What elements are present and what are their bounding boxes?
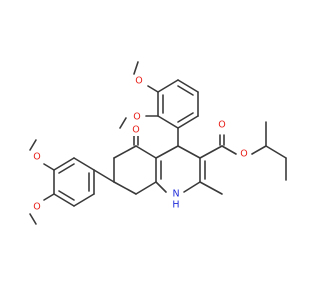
hydrogen-label: H	[172, 200, 179, 211]
oxygen-label: O	[240, 149, 247, 160]
bond-lines	[29, 61, 287, 225]
bond	[177, 115, 199, 129]
bond	[155, 181, 167, 193]
bond	[73, 193, 95, 207]
bond	[177, 85, 194, 96]
bond	[265, 145, 287, 159]
bond	[135, 181, 157, 195]
bond	[43, 193, 55, 201]
bond	[177, 79, 199, 93]
bond	[53, 157, 75, 171]
oxygen-label: O	[135, 76, 142, 87]
bond	[43, 163, 55, 171]
bond	[157, 115, 179, 129]
oxygen-label: O	[218, 120, 225, 131]
bond	[251, 145, 267, 155]
bond	[93, 169, 115, 183]
oxygen-label: O	[132, 125, 139, 136]
structure-diagram: O O O O O O O N H	[29, 61, 287, 225]
bond	[29, 139, 37, 151]
bond	[58, 190, 75, 201]
bond	[157, 79, 179, 93]
molecule-canvas: O O O O O O O N H	[29, 61, 287, 225]
bond	[113, 145, 137, 159]
bond	[199, 181, 223, 195]
oxygen-label: O	[33, 152, 40, 163]
bond	[177, 145, 201, 159]
bond	[29, 213, 37, 225]
bond	[155, 145, 179, 159]
bond	[58, 163, 75, 174]
bond	[53, 193, 75, 207]
bond	[221, 145, 237, 155]
bond	[183, 181, 201, 193]
oxygen-label: O	[33, 202, 40, 213]
oxygen-label: O	[133, 112, 140, 123]
bond	[73, 157, 95, 171]
bond	[147, 85, 159, 93]
bond	[199, 145, 223, 159]
nitrogen-label: N	[172, 189, 179, 200]
atom-labels: O O O O O O O N H	[31, 75, 250, 213]
bond	[135, 145, 157, 159]
bond	[113, 181, 137, 195]
bond	[133, 61, 139, 75]
bond	[177, 112, 194, 123]
bond	[119, 117, 127, 129]
